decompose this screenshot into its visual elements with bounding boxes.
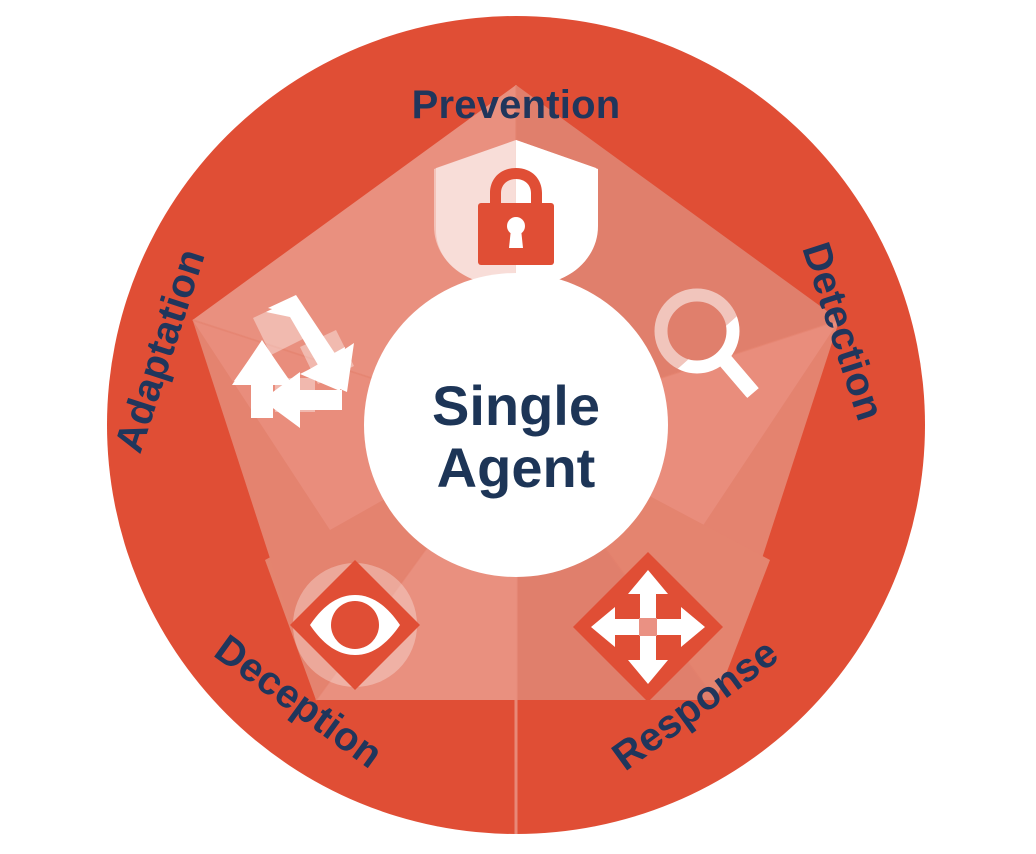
shield-lock-icon xyxy=(434,140,598,288)
eye-target-icon xyxy=(290,560,420,690)
four-way-arrows-icon xyxy=(573,552,723,702)
center-label-line2: Agent xyxy=(437,436,596,499)
center-label-line1: Single xyxy=(432,374,600,437)
recycle-arrows-icon xyxy=(232,295,354,428)
center-circle xyxy=(364,273,668,577)
lock-shackle-icon xyxy=(490,168,542,206)
segment-label-prevention[interactable]: Prevention xyxy=(412,83,621,127)
facet-detection-upper xyxy=(516,320,840,530)
magnifying-glass-icon xyxy=(654,288,759,398)
